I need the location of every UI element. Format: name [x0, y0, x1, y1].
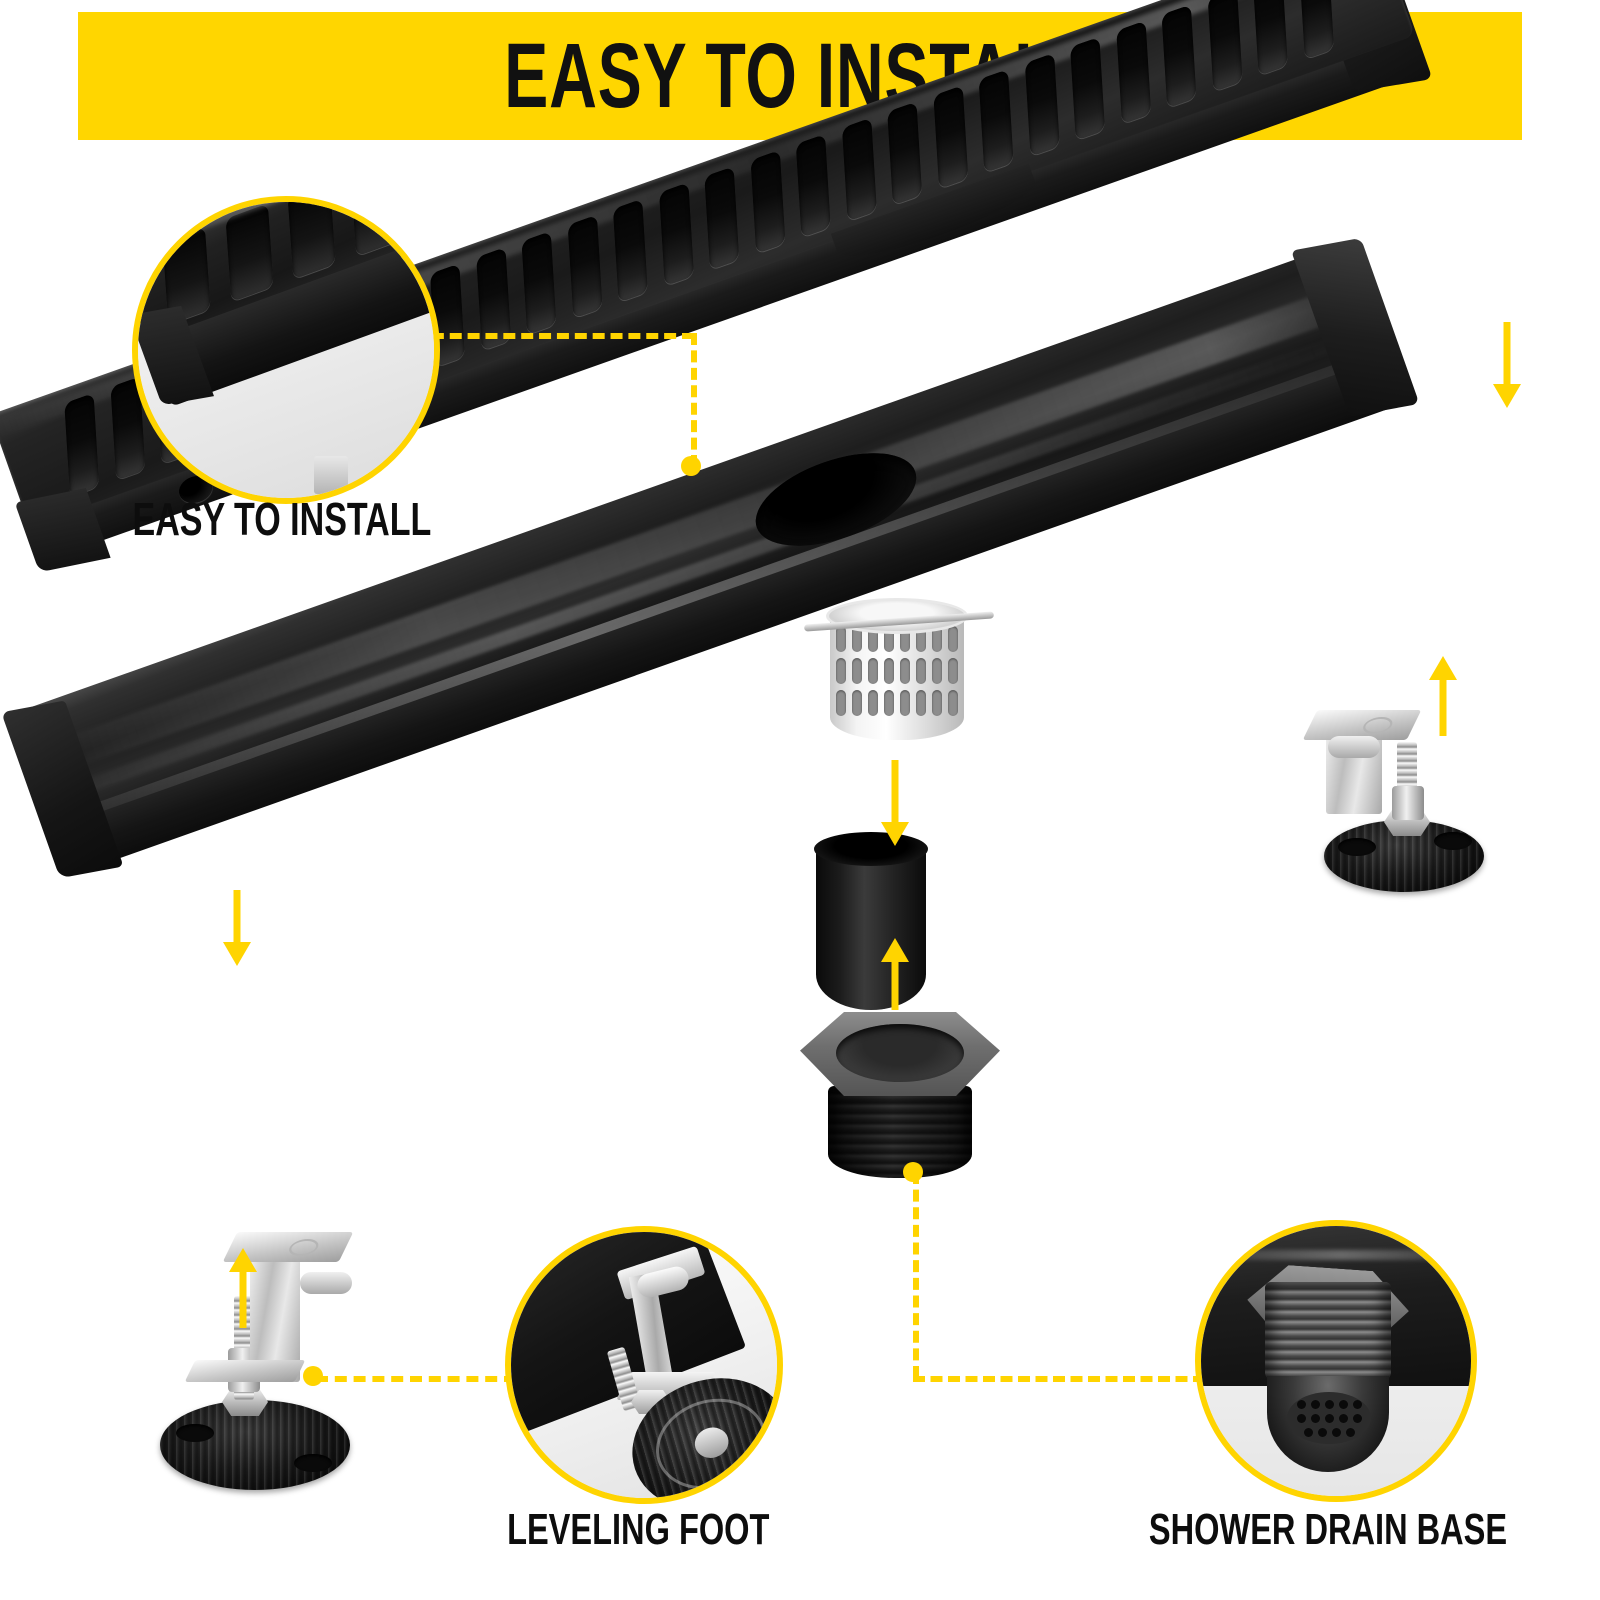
inset-easy-to-install — [132, 196, 440, 504]
arrow-grate-right — [1492, 322, 1522, 408]
drain-base — [800, 1012, 1000, 1192]
header-banner: EASY TO INSTALL — [78, 12, 1522, 140]
leveling-foot-wing-nut — [300, 1272, 352, 1294]
callout-label-leveling-foot: LEVELING FOOT — [506, 1505, 770, 1554]
inset-shower-drain-base — [1195, 1220, 1477, 1502]
leader-leveling-foot-h — [316, 1376, 516, 1382]
strainer-basket — [803, 592, 995, 750]
channel-body — [1, 237, 1520, 1210]
leveling-foot-left — [150, 1210, 380, 1510]
leveling-foot-right — [1300, 690, 1520, 900]
arrow-outlet — [880, 938, 910, 1010]
leader-easy-to-install-v — [691, 333, 697, 467]
drain-base-threads — [828, 1086, 972, 1178]
tray-left-end-cap — [1, 700, 124, 879]
tray-right-end-cap — [1291, 237, 1420, 417]
banner-title: EASY TO INSTALL — [503, 25, 1097, 127]
callout-label-easy-to-install: EASY TO INSTALL — [132, 493, 432, 545]
arrow-grate-left — [222, 890, 252, 966]
arrow-foot-right — [1428, 656, 1458, 736]
outlet-tube — [814, 832, 928, 1010]
leader-dot-grate — [681, 456, 701, 476]
inset-leveling-foot — [505, 1226, 783, 1504]
tray-outlet-opening — [743, 434, 929, 565]
leader-drain-base-v — [913, 1172, 919, 1378]
arrow-basket — [880, 760, 910, 846]
arrow-foot-left — [228, 1248, 258, 1328]
leader-easy-to-install-h — [414, 333, 694, 339]
leveling-foot-wing-nut — [1328, 736, 1380, 758]
callout-label-shower-drain-base: SHOWER DRAIN BASE — [1148, 1505, 1508, 1554]
leader-drain-base-h — [913, 1376, 1205, 1382]
